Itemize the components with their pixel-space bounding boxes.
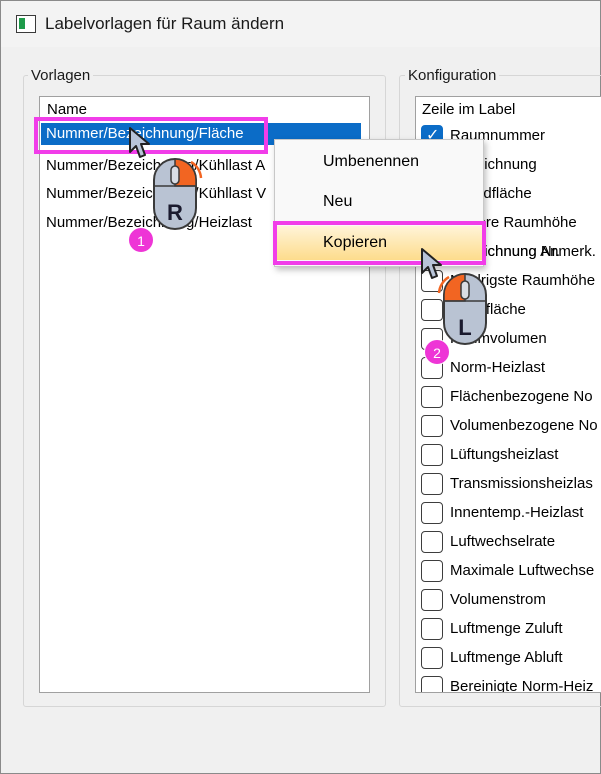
list-header-name: Name	[47, 101, 88, 118]
step-badge-1: 1	[128, 227, 154, 253]
list-item[interactable]: Nummer/Bezeichnung/Heizlast	[46, 214, 252, 231]
list-item[interactable]: Nummer/Bezeichnung/Kühllast A	[46, 157, 266, 174]
checkbox[interactable]	[421, 299, 443, 321]
checkbox[interactable]	[421, 531, 443, 553]
window-title: Labelvorlagen für Raum ändern	[45, 14, 285, 33]
vorlagen-group-label: Vorlagen	[28, 67, 94, 84]
menu-item-umbenennen[interactable]: Umbenennen	[323, 153, 420, 170]
mouse-pointer-icon	[421, 248, 442, 279]
checkbox[interactable]	[421, 473, 443, 495]
vorlagen-group	[23, 75, 386, 707]
left-click-mouse-icon: L	[437, 273, 487, 345]
step-badge-2: 2	[424, 339, 450, 365]
menu-item-kopieren[interactable]: Kopieren	[276, 226, 482, 260]
checkbox[interactable]	[421, 618, 443, 640]
list-header-zeile: Zeile im Label	[422, 101, 516, 118]
menu-item-neu[interactable]: Neu	[323, 193, 353, 210]
svg-text:R: R	[167, 200, 183, 225]
checkbox[interactable]	[421, 589, 443, 611]
mouse-pointer-icon	[129, 127, 150, 158]
svg-text:L: L	[458, 315, 471, 340]
checkbox[interactable]	[421, 502, 443, 524]
checkbox[interactable]	[421, 560, 443, 582]
app-icon	[16, 15, 36, 33]
konfiguration-group	[399, 75, 601, 707]
checkbox[interactable]	[421, 676, 443, 692]
checkbox[interactable]	[421, 647, 443, 669]
checkbox[interactable]	[421, 415, 443, 437]
context-menu: Umbenennen Neu Kopieren	[274, 139, 484, 267]
right-click-mouse-icon: R	[153, 158, 203, 230]
title-bar: Labelvorlagen für Raum ändern	[1, 1, 600, 47]
konfiguration-group-label: Konfiguration	[405, 67, 500, 84]
checkbox[interactable]	[421, 444, 443, 466]
checkbox[interactable]	[421, 386, 443, 408]
